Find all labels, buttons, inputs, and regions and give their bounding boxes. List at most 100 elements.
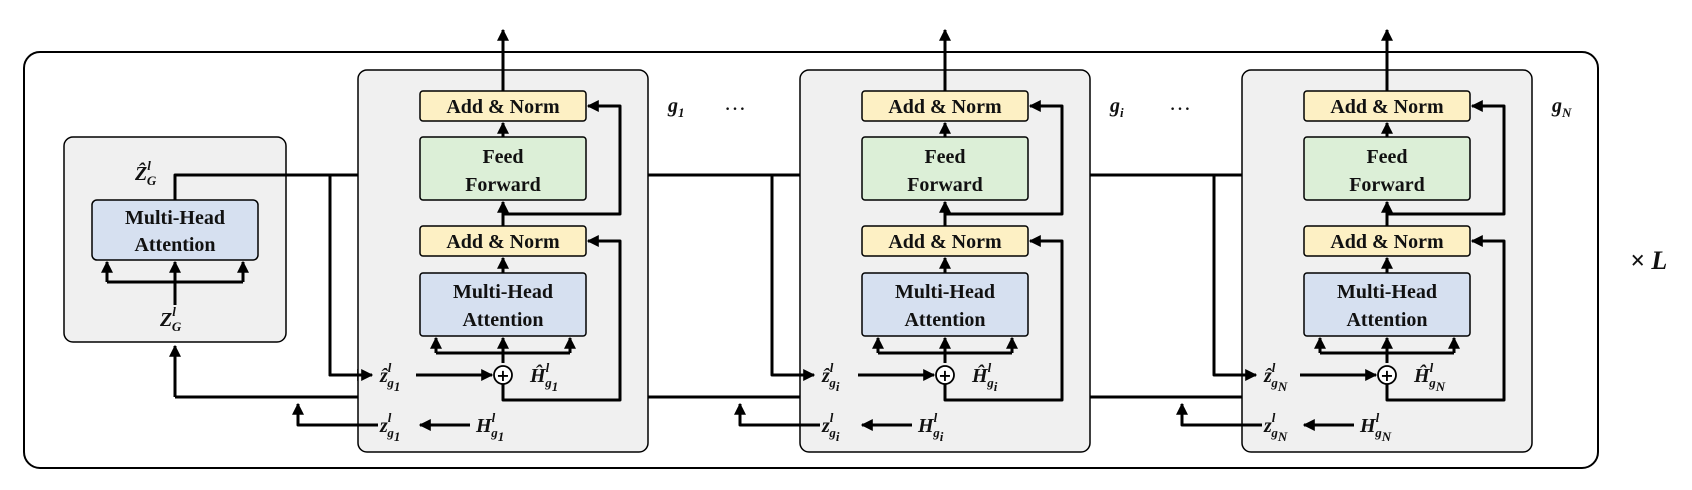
feed-forward-label-line1: Feed — [1366, 146, 1407, 168]
feed-forward-label-line1: Feed — [482, 146, 523, 168]
global-output-sub: G — [147, 173, 157, 188]
hhat-label-subsub: i — [994, 379, 998, 394]
global-input-sub: G — [172, 319, 182, 334]
ellipsis-2: … — [1169, 90, 1191, 115]
zhat-feed-path — [1212, 175, 1258, 381]
h-label-subsub: N — [1381, 429, 1392, 444]
z-label-sub: g — [1270, 425, 1278, 440]
zhat-label-base: ẑ — [821, 365, 831, 387]
z-label-subsub: N — [1277, 429, 1288, 444]
ellipsis-1: … — [724, 90, 746, 115]
h-label-sub: g — [1374, 425, 1382, 440]
hhat-label-sub: g — [986, 375, 994, 390]
global-input-base: Z — [159, 309, 172, 331]
hhat-label-sup: l — [988, 360, 992, 375]
global-input-sup: l — [172, 304, 176, 319]
add-norm-bottom-label: Add & Norm — [888, 231, 1002, 253]
z-feed-path — [1176, 402, 1262, 427]
add-norm-top-label: Add & Norm — [446, 96, 560, 118]
z-label-subsub: 1 — [394, 429, 401, 444]
z-feed-path — [292, 402, 378, 427]
add-norm-top-box — [419, 90, 587, 122]
z-label-sub: g — [828, 425, 836, 440]
add-norm-bottom-label: Add & Norm — [1330, 231, 1444, 253]
feed-forward-label-line1: Feed — [924, 146, 965, 168]
h-label-sub: g — [932, 425, 940, 440]
attention-label-line2: Attention — [904, 309, 985, 331]
add-norm-top-label: Add & Norm — [1330, 96, 1444, 118]
group-label-base: g — [1109, 95, 1120, 117]
residual-top-path — [1387, 100, 1506, 216]
hhat-label-subsub: 1 — [552, 379, 559, 394]
repeat-label: × L — [1630, 246, 1667, 275]
residual-top-path — [503, 100, 622, 216]
group-label-sub: 1 — [678, 105, 685, 120]
global-output-base: Ẑ — [134, 161, 147, 185]
plus-sign: + — [496, 366, 509, 385]
zhat-label-sup: l — [830, 360, 834, 375]
feed-forward-label-line2: Forward — [1349, 174, 1425, 196]
zhat-label-sub: g — [828, 375, 836, 390]
group-label: gN — [1551, 95, 1572, 120]
group-label-sub: i — [1120, 105, 1124, 120]
h-label-base: H — [917, 415, 935, 437]
h-label-sup: l — [492, 410, 496, 425]
add-norm-top-box — [1303, 90, 1471, 122]
h-label-sub: g — [490, 425, 498, 440]
hhat-label-base: Ĥ — [1413, 363, 1431, 387]
h-label-subsub: i — [940, 429, 944, 444]
zhat-label-sup: l — [1272, 360, 1276, 375]
hhat-label-sup: l — [1430, 360, 1434, 375]
z-label-base: z — [1263, 415, 1272, 437]
group-label-base: g — [667, 95, 678, 117]
add-norm-top-label: Add & Norm — [888, 96, 1002, 118]
group-label-sub: N — [1561, 105, 1572, 120]
h-label-sup: l — [934, 410, 938, 425]
feed-forward-label-line2: Forward — [907, 174, 983, 196]
hhat-label-sup: l — [546, 360, 550, 375]
global-output-sup: l — [147, 158, 151, 173]
attention-label-line2: Attention — [462, 309, 543, 331]
z-label-subsub: i — [836, 429, 840, 444]
attention-label-line1: Multi-Head — [453, 281, 553, 303]
zhat-label-base: ẑ — [379, 365, 389, 387]
h-label-base: H — [475, 415, 493, 437]
hhat-label-base: Ĥ — [529, 363, 547, 387]
add-norm-top-box — [861, 90, 1029, 122]
group-label: g1 — [667, 95, 685, 120]
zhat-label-subsub: i — [836, 379, 840, 394]
add-norm-bottom-label: Add & Norm — [446, 231, 560, 253]
zhat-label-subsub: 1 — [394, 379, 401, 394]
residual-bottom-path — [943, 235, 1064, 402]
group-label: gi — [1109, 95, 1124, 120]
plus-sign: + — [938, 366, 951, 385]
plus-sign: + — [1380, 366, 1393, 385]
attention-label-line2: Attention — [1346, 309, 1427, 331]
zhat-label-sub: g — [1270, 375, 1278, 390]
hhat-label-sub: g — [544, 375, 552, 390]
feed-forward-label-line2: Forward — [465, 174, 541, 196]
residual-bottom-path — [501, 235, 622, 402]
h-label-base: H — [1359, 415, 1377, 437]
residual-bottom-path — [1385, 235, 1506, 402]
z-label-sup: l — [388, 410, 392, 425]
group-label-base: g — [1551, 95, 1562, 117]
hhat-label-sub: g — [1428, 375, 1436, 390]
global-attention-label-line1: Multi-Head — [125, 207, 225, 229]
z-label-sup: l — [1272, 410, 1276, 425]
z-feed-path — [734, 402, 820, 427]
